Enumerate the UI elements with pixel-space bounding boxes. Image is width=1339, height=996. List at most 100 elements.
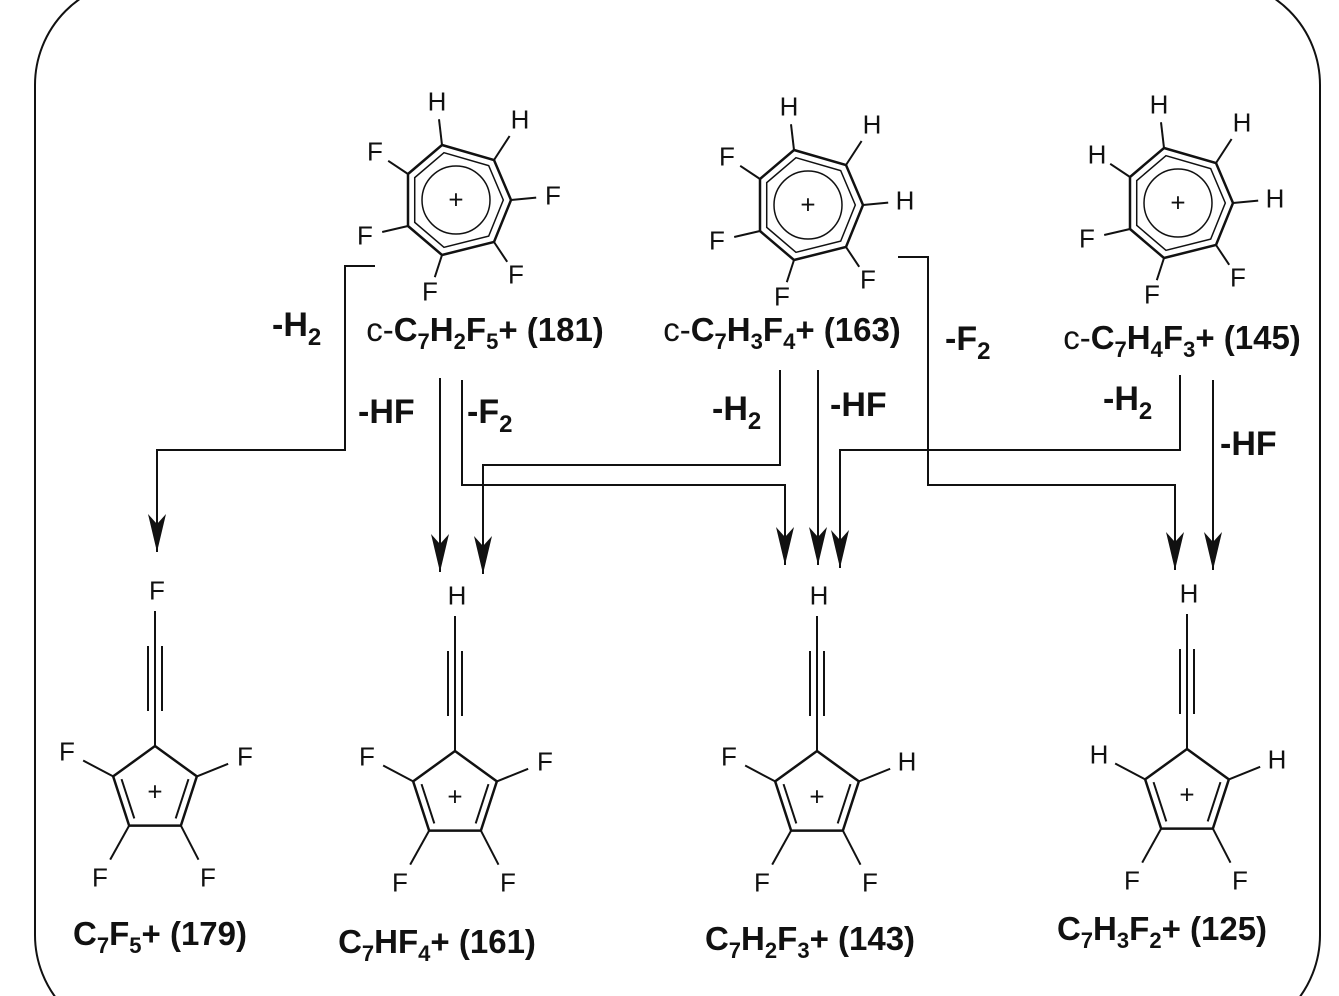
bond [841,830,862,866]
product-formula: C7F5+ (179) [73,915,247,957]
formula-part: 3 [797,938,810,963]
step-label: -HF [358,393,415,432]
product-formula: C7H2F3+ (143) [704,920,915,962]
step-subscript: 2 [307,324,322,351]
atom-label: H [1179,578,1199,609]
cyclic-prefix: c- [366,311,394,348]
atom-label: F [719,141,735,172]
charge-plus: + [447,781,463,812]
formula-part: + (179) [141,915,247,952]
bond [733,230,761,238]
formula-part: C [338,923,362,960]
atom-label: H [1232,107,1252,138]
cyclopentadienyl-ring [773,749,861,832]
formula-part: + (125) [1161,910,1268,947]
heptagon-ring [1128,146,1235,260]
formula-part: C [73,915,97,952]
arrowhead [831,530,849,568]
formula-part: 2 [453,329,466,354]
atom-label: F [367,136,383,167]
bond [433,254,443,278]
bond [1160,122,1165,149]
atom-label: F [1144,279,1160,310]
formula-part: C [1056,910,1081,947]
atom-label: H [809,580,829,611]
product-formula: C7H3F2+ (125) [1056,910,1268,952]
bond [1155,257,1165,281]
formula-part: HF [374,923,419,960]
atom-label: H [510,104,530,135]
reaction-arrow [461,380,786,565]
heptagon-inner-ring [1135,154,1227,252]
aromatic-circle [1143,168,1213,238]
atom-label: F [200,862,216,893]
formula-part: 3 [1183,337,1196,362]
atom-label: F [721,741,737,772]
atom-label: F [754,867,770,898]
formula-part: C [393,311,418,348]
aromatic-circle [421,165,491,235]
double-bond-inner [174,778,190,819]
bond [196,762,229,778]
atom-label: F [500,867,516,898]
atom-label: F [860,264,876,295]
step-text: -F [945,320,978,358]
formula-part: 7 [417,329,430,354]
product-formula: C7HF4+ (161) [338,923,536,965]
formula-part: C [704,920,729,957]
arrowhead [776,527,794,565]
arrowhead [1204,532,1222,570]
bond [1215,244,1231,266]
step-label: -H2 [1103,380,1152,424]
bond [771,830,793,866]
double-bond-inner [474,783,490,824]
reaction-arrow [898,256,1176,570]
atom-label: F [774,281,790,312]
formula-part: 7 [361,941,375,966]
atom-label: F [359,741,375,772]
atom-label: H [1149,89,1169,120]
double-bond-inner [420,783,436,824]
atom-label: H [779,91,799,122]
formula-part: 4 [418,941,431,966]
double-bond-inner [836,783,852,824]
bond [1228,765,1261,781]
bond [744,764,776,783]
formula-part: + (145) [1195,319,1301,356]
formula-part: + (163) [795,311,901,348]
atom-label: H [862,109,882,140]
atom-label: F [237,741,253,772]
formula-part: 3 [1116,928,1130,953]
formula-part: 4 [783,329,796,354]
cyclic-prefix: c- [663,311,691,348]
step-label: -HF [1220,425,1277,464]
formula-part: F [465,311,487,348]
bond [496,767,529,783]
formula-part: + (181) [498,311,604,348]
cyclopentadienyl-ring [111,744,199,827]
bond [790,124,795,151]
bond [1215,138,1233,164]
charge-plus: + [800,189,816,220]
charge-plus: + [809,781,825,812]
bond [1211,828,1232,864]
cyclopentadienyl-ring [411,749,499,832]
double-bond-inner [120,778,136,819]
formula-part: 3 [750,329,763,354]
formula-part: F [1129,910,1150,947]
bond [479,830,500,866]
heptagon-inner-ring [413,151,505,249]
formula-part: F [777,920,798,957]
double-bond-inner [782,783,798,824]
arrowhead [474,536,492,574]
formula-part: F [762,311,784,348]
bond [387,159,409,175]
reactant-formula: c-C7H4F3+ (145) [1063,319,1301,361]
formula-part: H [726,311,751,348]
arrowhead [809,527,827,565]
bond [510,196,537,201]
formula-part: 5 [486,329,499,354]
formula-part: 7 [714,329,727,354]
formula-part: 7 [96,933,110,958]
